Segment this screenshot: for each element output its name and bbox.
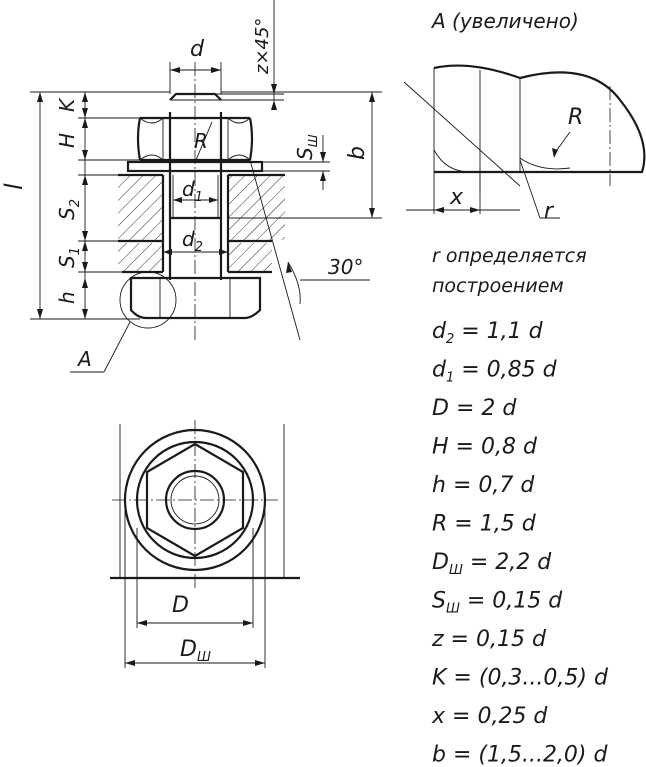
label-h-nut: H (55, 133, 79, 148)
plan-label-Dw: DШ (180, 637, 211, 665)
front-view-labels: d z×45° l K H S2 S1 h R SШ b d1 d2 30° (0, 18, 370, 371)
notes: r определяется построением (432, 245, 587, 297)
label-s1: S1 (55, 247, 83, 268)
label-h: h (55, 291, 79, 304)
formula-11: x = 0,25 d (431, 704, 548, 729)
label-leader-a: А (76, 347, 92, 371)
label-r-nut: R (194, 129, 208, 153)
formula-8: SШ = 0,15 d (432, 589, 563, 617)
lower-plate-left-hatch (118, 243, 163, 272)
view-a-detail: А (увеличено) R x r (403, 9, 646, 224)
formula-list: d2 = 1,1 d d1 = 0,85 d D = 2 d H = 0,8 d h =… (431, 319, 609, 767)
formula-2: d1 = 0,85 d (432, 358, 558, 386)
label-angle: 30° (328, 255, 363, 279)
upper-plate-right-hatch (228, 175, 285, 240)
front-view (30, 0, 382, 373)
plan-view: D DШ (110, 420, 300, 668)
formula-10: K = (0,3...0,5) d (432, 666, 609, 691)
note-line-2: построением (432, 275, 564, 297)
formula-7: DШ = 2,2 d (432, 550, 552, 578)
label-s2: S2 (55, 199, 83, 220)
formula-3: D = 2 d (432, 396, 517, 421)
formula-9: z = 0,15 d (431, 627, 547, 652)
label-k: K (55, 97, 79, 112)
formula-6: R = 1,5 d (432, 512, 537, 537)
plan-label-D: D (172, 593, 189, 618)
label-chamfer: z×45° (252, 18, 273, 75)
formula-12: b = (1,5...2,0) d (432, 743, 609, 767)
label-d: d (190, 37, 205, 62)
label-b: b (345, 146, 370, 160)
note-line-1: r определяется (432, 245, 587, 267)
label-s-washer: SШ (293, 134, 320, 160)
label-d2: d2 (182, 227, 203, 255)
label-l: l (0, 183, 28, 190)
lower-plate-right-hatch (228, 243, 272, 272)
detail-label-x: x (449, 185, 464, 210)
label-d1: d1 (182, 177, 203, 205)
formula-1: d2 = 1,1 d (432, 319, 544, 347)
upper-plate-left-hatch (118, 175, 163, 240)
detail-label-r: R (568, 105, 583, 130)
formula-5: h = 0,7 d (432, 473, 535, 498)
view-a-title: А (увеличено) (430, 9, 579, 33)
detail-label-r-small: r (544, 199, 555, 224)
formula-4: H = 0,8 d (432, 435, 538, 460)
